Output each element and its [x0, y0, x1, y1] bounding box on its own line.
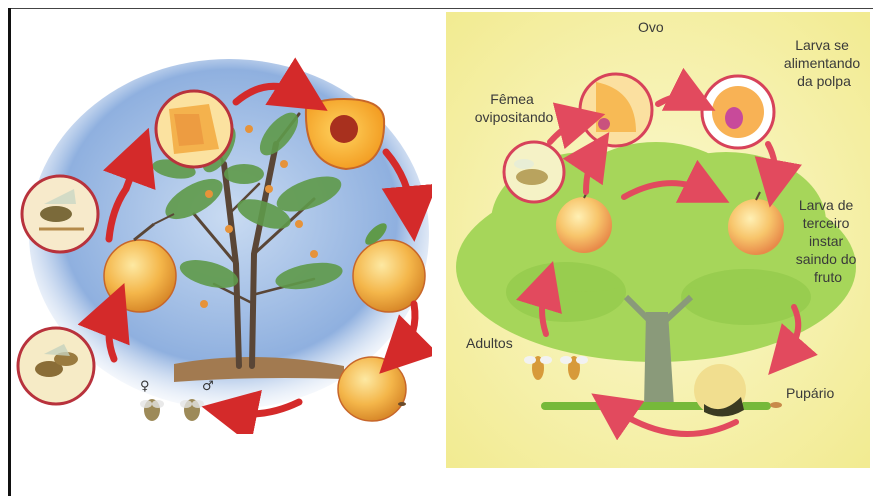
- label-puparium: Pupário: [786, 385, 834, 401]
- label-larva-exiting-line2: terceiro: [803, 215, 850, 231]
- egg-circle: [580, 74, 652, 146]
- male-symbol: ♂: [202, 379, 214, 394]
- label-larva-feeding-line3: da polpa: [797, 73, 851, 89]
- larva-feeding-circle: [702, 76, 774, 148]
- label-female-line2: ovipositando: [475, 109, 554, 125]
- adult-flies: [140, 399, 204, 421]
- label-larva-exiting-line1: Larva de: [799, 197, 854, 213]
- frame-left-border: [8, 8, 11, 496]
- label-adults: Adultos: [466, 335, 513, 351]
- oviposition-detail-circle: [156, 91, 232, 167]
- label-egg-line1: Ovo: [638, 19, 664, 35]
- label-larva-feeding-line2: alimentando: [784, 55, 860, 71]
- label-egg: Ovo: [638, 19, 664, 35]
- label-larva-feeding-line1: Larva se: [795, 37, 849, 53]
- mating-flies-circle: [18, 328, 94, 404]
- label-female-line1: Fêmea: [490, 91, 534, 107]
- label-larva-exiting-line3: instar: [809, 233, 844, 249]
- left-life-cycle-diagram: ♀ ♂: [14, 14, 432, 434]
- right-life-cycle-diagram: Ovo Fêmea ovipositando Larva se alimenta…: [446, 12, 870, 468]
- female-symbol: ♀: [140, 379, 150, 394]
- label-larva-exiting-line4: saindo do: [796, 251, 857, 267]
- fly-ovipositing-circle: [22, 176, 98, 252]
- fallen-peach: [338, 357, 406, 421]
- frame-top-border: [8, 8, 873, 9]
- female-ovipositing-circle: [504, 142, 564, 202]
- label-larva-exiting-line5: fruto: [814, 269, 842, 285]
